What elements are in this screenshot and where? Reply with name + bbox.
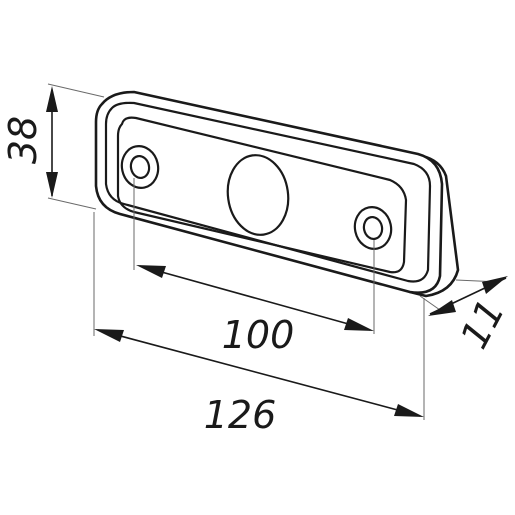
- depth-dimension-label: 11: [452, 292, 514, 355]
- lamp-housing: [94, 90, 460, 298]
- spacing-arrow-left: [136, 265, 166, 278]
- mounting-hole-right: [353, 206, 393, 250]
- hole-spacing-dimension: 100: [133, 178, 375, 357]
- lens-panel: [116, 116, 408, 274]
- height-dimension-label: 38: [1, 116, 45, 164]
- housing-front-face: [94, 90, 444, 294]
- mounting-hole-right-inner: [362, 215, 384, 241]
- height-arrow-top: [46, 86, 58, 112]
- length-dimension-line: [97, 329, 421, 417]
- length-arrow-right: [394, 404, 424, 417]
- mounting-hole-left-inner: [129, 154, 151, 180]
- hole-spacing-label: 100: [222, 313, 295, 357]
- length-dimension: 126: [93, 212, 425, 437]
- housing-rim: [104, 101, 432, 283]
- spacing-arrow-right: [344, 318, 374, 331]
- height-extension-top: [47, 83, 105, 98]
- height-extension-bottom: [47, 197, 97, 210]
- spacing-dimension-line: [139, 265, 371, 331]
- total-length-label: 126: [204, 393, 277, 437]
- mounting-hole-left: [120, 145, 160, 189]
- depth-arrow-back: [482, 276, 508, 294]
- central-lens: [226, 154, 290, 236]
- length-arrow-left: [94, 329, 124, 342]
- depth-extension-front: [419, 295, 441, 311]
- height-arrow-bottom: [46, 172, 58, 198]
- height-dimension: 38: [1, 83, 105, 210]
- depth-arrow-front: [428, 300, 456, 316]
